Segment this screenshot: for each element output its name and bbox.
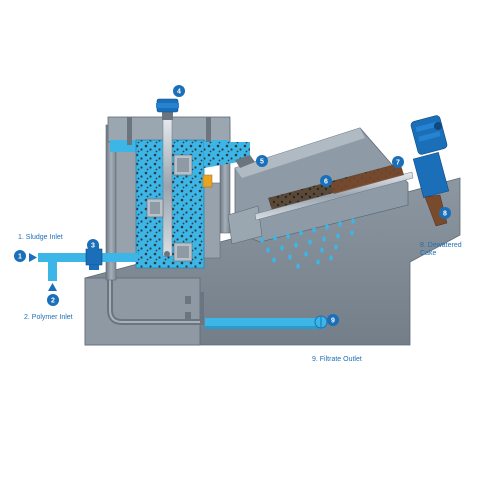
filtrate-drop (266, 247, 270, 253)
filtrate-valve-icon (314, 315, 328, 329)
callout-2: 2 (47, 294, 59, 306)
svg-text:5: 5 (260, 159, 264, 166)
polymer-inlet-label: 2. Polymer Inlet (24, 314, 73, 321)
agitator (146, 117, 193, 262)
filtrate-drop (334, 244, 338, 250)
inlet-arrow-icon (29, 253, 37, 262)
filtrate-drop (316, 259, 320, 265)
callout-7: 7 (392, 156, 404, 168)
filtrate-drop (320, 247, 324, 253)
dewatered-cake-label-2: Cake (420, 250, 437, 257)
filtrate-drop (351, 218, 355, 224)
filtrate-drop (350, 230, 354, 236)
motor-icon (410, 115, 450, 199)
callout-3: 3 (87, 239, 99, 251)
dewatered-cake (424, 194, 448, 227)
agitator-motor-icon (156, 98, 179, 120)
svg-text:2: 2 (51, 298, 55, 305)
svg-text:7: 7 (396, 160, 400, 167)
filtrate-drop (260, 237, 264, 243)
filtrate-drop (273, 235, 277, 241)
svg-text:8: 8 (443, 211, 447, 218)
callouts: 1 2 3 4 5 6 7 (14, 85, 451, 326)
polymer-arrow-icon (48, 283, 57, 291)
filtrate-drop (272, 257, 276, 263)
svg-text:4: 4 (177, 89, 181, 96)
filtrate-drop (336, 233, 340, 239)
svg-text:6: 6 (324, 179, 328, 186)
sludge-inlet-label: 1. Sludge Inlet (18, 234, 63, 241)
filtrate-drop (329, 255, 333, 261)
filtrate-drop (308, 239, 312, 245)
svg-text:9: 9 (331, 318, 335, 325)
filtrate-outlet-label: 9. Filtrate Outlet (312, 356, 362, 363)
filtrate-drop (286, 233, 290, 239)
filtrate-drop (294, 242, 298, 248)
svg-text:1: 1 (18, 254, 22, 261)
filtrate-drop (325, 224, 329, 230)
base-frame (84, 177, 461, 346)
screw-shaft (254, 163, 414, 221)
callout-5: 5 (256, 155, 268, 167)
callout-4: 4 (173, 85, 185, 97)
callout-6: 6 (320, 175, 332, 187)
callout-1: 1 (14, 250, 26, 262)
filtrate-drop (280, 245, 284, 251)
filtrate-drop (299, 230, 303, 236)
callout-8: 8 (439, 207, 451, 219)
filtrate-drop (296, 263, 300, 269)
filtrate-drops (260, 218, 355, 269)
filtrate-trough (205, 318, 325, 329)
filtrate-drop (338, 221, 342, 227)
callout-9: 9 (327, 314, 339, 326)
filtrate-drop (288, 254, 292, 260)
filtrate-drop (312, 227, 316, 233)
svg-text:3: 3 (91, 243, 95, 250)
dewatered-cake-label-1: 8. Dewatered (420, 242, 462, 249)
filtrate-drop (322, 236, 326, 242)
filtrate-drop (304, 251, 308, 257)
